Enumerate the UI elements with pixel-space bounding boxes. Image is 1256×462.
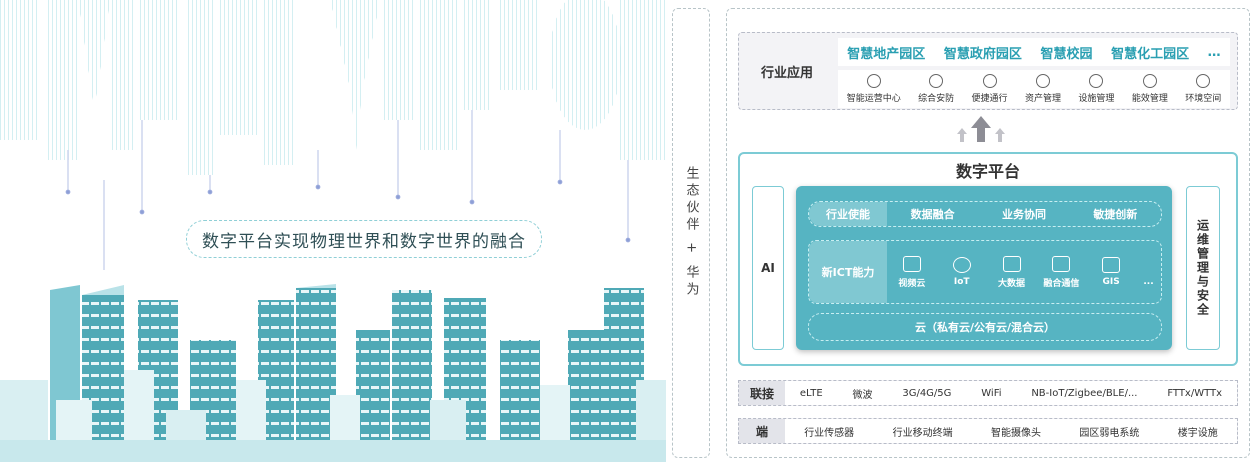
ict-item-more: ... [1143, 277, 1154, 287]
chart-icon [1002, 255, 1021, 272]
connect-item: eLTE [799, 387, 823, 399]
park-item: 智慧校园 [1040, 46, 1093, 62]
new-ict-row: 新ICT能力 视频云 IoT 大数据 融合通信 GIS ... [808, 240, 1162, 304]
connectivity-label: 联接 [739, 381, 785, 405]
function-item: 设施管理 [1078, 74, 1114, 104]
globe-icon [952, 257, 971, 273]
ops-security-block: 运维管理与安全 [1186, 186, 1220, 350]
solid-skyline [0, 284, 666, 462]
new-ict-label: 新ICT能力 [809, 241, 887, 303]
architecture-panel [726, 8, 1250, 458]
industry-functions-row: 智能运营中心 综合安防 便捷通行 资产管理 设施管理 能效管理 环境空间 [838, 70, 1230, 108]
chat-icon [1052, 255, 1071, 272]
function-item: 环境空间 [1185, 74, 1221, 104]
endpoint-item: 行业传感器 [804, 427, 855, 439]
industry-application-label: 行业应用 [760, 65, 813, 81]
ecosystem-partner-label: 生态伙伴 + 华为 [683, 166, 699, 300]
industry-parks-row: 智慧地产园区 智慧政府园区 智慧校园 智慧化工园区 … [838, 38, 1230, 66]
connect-item: NB-IoT/Zigbee/BLE/... [1031, 387, 1138, 399]
park-item: 智慧化工园区 [1111, 46, 1190, 62]
endpoint-label: 端 [739, 419, 785, 443]
connect-item: FTTx/WTTx [1167, 387, 1223, 399]
function-item: 能效管理 [1132, 74, 1168, 104]
function-item: 资产管理 [1025, 74, 1061, 104]
clipboard-icon [1035, 74, 1050, 88]
industry-enablement-label: 行业使能 [809, 202, 887, 226]
function-item: 综合安防 [918, 74, 954, 104]
ict-item: IoT [937, 257, 987, 287]
industry-enablement-row: 行业使能 数据融合 业务协同 敏捷创新 [808, 201, 1162, 227]
connectivity-layer: 联接 eLTE 微波 3G/4G/5G WiFi NB-IoT/Zigbee/B… [738, 380, 1238, 406]
shield-icon [929, 74, 944, 88]
city-skyline-graphic [0, 0, 666, 462]
inverted-skyline [0, 0, 666, 175]
video-icon [902, 255, 921, 272]
park-item: 智慧政府园区 [943, 46, 1022, 62]
connect-item: 3G/4G/5G [902, 387, 952, 399]
function-item: 便捷通行 [972, 74, 1008, 104]
share-icon [866, 74, 881, 88]
ecosystem-partner-panel: 生态伙伴 + 华为 [672, 8, 710, 458]
connect-item: 微波 [852, 389, 873, 401]
enable-item: 数据融合 [910, 208, 955, 221]
leaf-icon [1196, 74, 1211, 88]
database-icon [1089, 74, 1104, 88]
endpoint-item: 智能摄像头 [990, 427, 1041, 439]
connect-item: WiFi [981, 387, 1002, 399]
ict-item: GIS [1086, 257, 1136, 287]
endpoint-item: 园区弱电系统 [1079, 427, 1140, 439]
ict-item: 视频云 [887, 255, 937, 289]
endpoint-item: 行业移动终端 [892, 427, 953, 439]
park-item: 智慧地产园区 [847, 46, 926, 62]
park-item-more: … [1207, 44, 1221, 60]
cloud-row: 云（私有云/公有云/混合云） [808, 313, 1162, 341]
digital-platform-title: 数字平台 [955, 162, 1020, 181]
endpoint-layer: 端 行业传感器 行业移动终端 智能摄像头 园区弱电系统 楼宇设施 [738, 418, 1238, 444]
enable-item: 业务协同 [1001, 208, 1046, 221]
up-arrows-icon [957, 116, 1005, 142]
function-item: 智能运营中心 [847, 74, 901, 104]
ai-block: AI [752, 186, 784, 350]
ict-item: 融合通信 [1036, 255, 1086, 289]
map-icon [1102, 257, 1121, 273]
person-icon [982, 74, 997, 88]
slogan-banner: 数字平台实现物理世界和数字世界的融合 [186, 220, 542, 258]
city-illustration: 数字平台实现物理世界和数字世界的融合 [0, 0, 666, 462]
endpoint-item: 楼宇设施 [1177, 427, 1218, 439]
monitor-icon [1142, 74, 1157, 88]
ict-item: 大数据 [987, 255, 1037, 289]
enable-item: 敏捷创新 [1093, 208, 1138, 221]
